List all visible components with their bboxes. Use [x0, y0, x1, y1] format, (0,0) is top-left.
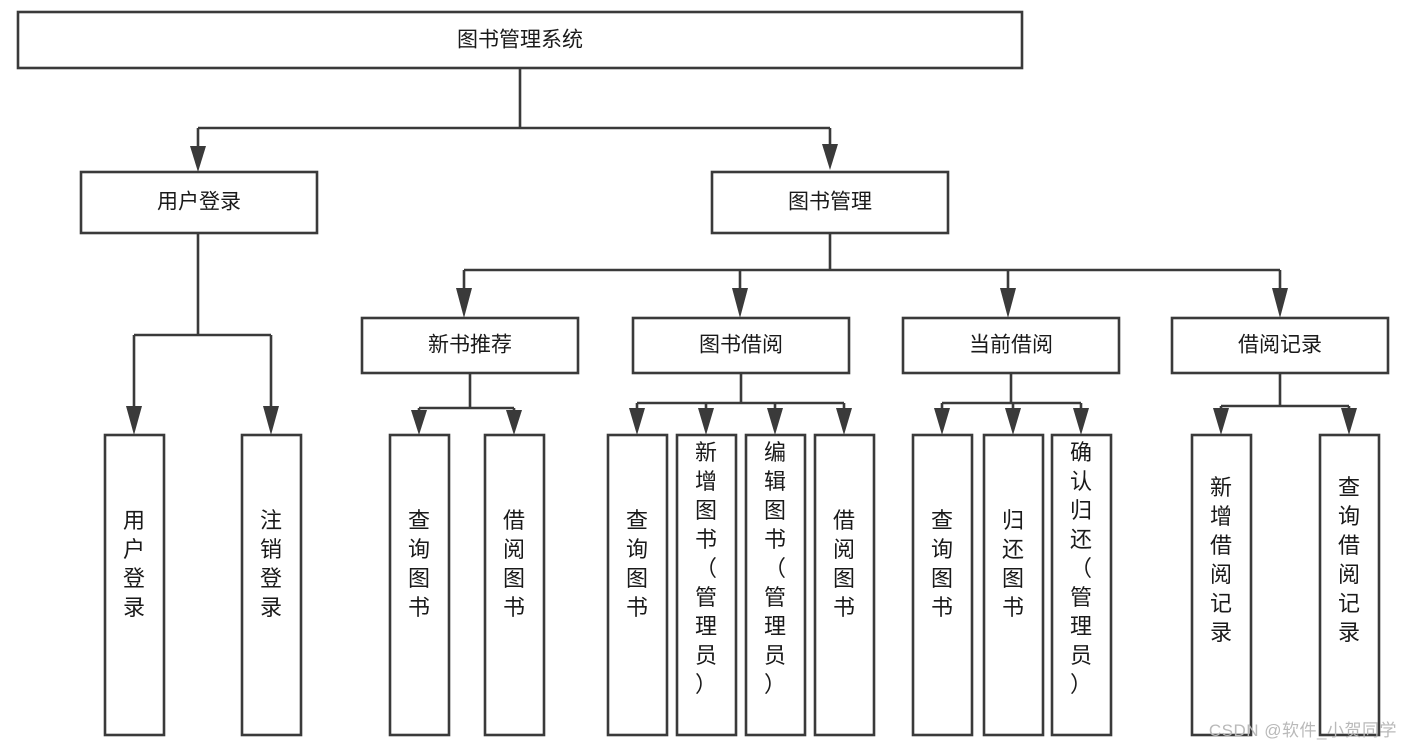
arrow-book-management — [822, 144, 838, 170]
node-current-borrow-box[interactable] — [901, 316, 1121, 375]
node-borrow-record-box[interactable] — [1170, 316, 1390, 375]
node-leaf-query-book-2-box[interactable] — [606, 433, 669, 737]
node-new-book-recommend-box[interactable] — [360, 316, 580, 375]
arrow-leaf-borrow-book-1 — [506, 410, 522, 435]
node-leaf-query-book-3-label: 查询图书 — [931, 508, 953, 620]
node-leaf-user-login-box[interactable] — [103, 433, 166, 737]
arrow-leaf-edit-book — [767, 408, 783, 435]
node-leaf-add-record-label: 新增借阅记录 — [1210, 475, 1232, 645]
node-leaf-add-book-label: 新增图书（管理员） — [695, 440, 717, 697]
node-leaf-add-record[interactable]: 新增借阅记录 — [1190, 433, 1253, 737]
arrow-new-book-recommend — [456, 288, 472, 318]
node-leaf-logout-login-label: 注销登录 — [260, 508, 282, 620]
node-book-management-label: 图书管理 — [788, 191, 872, 214]
arrow-leaf-user-login — [126, 406, 142, 435]
arrow-leaf-query-book-3 — [934, 408, 950, 435]
node-book-borrow-box[interactable] — [631, 316, 851, 375]
node-root[interactable]: 图书管理系统 — [16, 10, 1024, 70]
arrow-leaf-return-book — [1005, 408, 1021, 435]
node-leaf-query-book-3-box[interactable] — [911, 433, 974, 737]
node-book-management-box[interactable] — [710, 170, 950, 235]
node-leaf-query-book-1[interactable]: 查询图书 — [388, 433, 451, 737]
node-leaf-borrow-book-2-label: 借阅图书 — [833, 508, 855, 620]
csdn-watermark: CSDN @软件_小贺同学 — [1208, 721, 1397, 740]
arrow-book-borrow — [732, 288, 748, 318]
arrow-borrow-record — [1272, 288, 1288, 318]
node-root-label: 图书管理系统 — [457, 29, 583, 52]
node-new-book-recommend[interactable]: 新书推荐 — [360, 316, 580, 375]
node-user-login-label: 用户登录 — [157, 191, 241, 214]
node-leaf-borrow-book-1-box[interactable] — [483, 433, 546, 737]
node-leaf-logout-login-box[interactable] — [240, 433, 303, 737]
node-book-borrow-label: 图书借阅 — [699, 334, 783, 357]
arrow-leaf-confirm-return — [1073, 408, 1089, 435]
arrow-leaf-add-record — [1213, 408, 1229, 435]
node-borrow-record[interactable]: 借阅记录 — [1170, 316, 1390, 375]
node-book-management[interactable]: 图书管理 — [710, 170, 950, 235]
node-new-book-recommend-label: 新书推荐 — [428, 334, 512, 357]
node-current-borrow[interactable]: 当前借阅 — [901, 316, 1121, 375]
arrow-leaf-query-record — [1341, 408, 1357, 435]
node-leaf-add-book[interactable]: 新增图书（管理员） — [675, 433, 738, 737]
node-user-login[interactable]: 用户登录 — [79, 170, 319, 235]
node-book-borrow[interactable]: 图书借阅 — [631, 316, 851, 375]
node-leaf-confirm-return-box[interactable] — [1050, 433, 1113, 737]
arrow-leaf-logout-login — [263, 406, 279, 435]
node-leaf-query-book-2-label: 查询图书 — [626, 508, 648, 620]
node-leaf-return-book-box[interactable] — [982, 433, 1045, 737]
arrow-leaf-borrow-book-2 — [836, 408, 852, 435]
node-root-box[interactable] — [16, 10, 1024, 70]
node-leaf-user-login[interactable]: 用户登录 — [103, 433, 166, 737]
node-leaf-add-book-box[interactable] — [675, 433, 738, 737]
node-leaf-edit-book-box[interactable] — [744, 433, 807, 737]
arrow-user-login — [190, 146, 206, 172]
arrow-leaf-add-book — [698, 408, 714, 435]
node-leaf-query-record-label: 查询借阅记录 — [1338, 475, 1360, 645]
node-leaf-query-book-3[interactable]: 查询图书 — [911, 433, 974, 737]
node-leaf-borrow-book-1-label: 借阅图书 — [503, 508, 525, 620]
node-leaf-borrow-book-2[interactable]: 借阅图书 — [813, 433, 876, 737]
node-leaf-query-book-1-box[interactable] — [388, 433, 451, 737]
edge-layer — [126, 68, 1357, 435]
arrow-leaf-query-book-2 — [629, 408, 645, 435]
node-leaf-borrow-book-1[interactable]: 借阅图书 — [483, 433, 546, 737]
node-leaf-query-book-2[interactable]: 查询图书 — [606, 433, 669, 737]
node-leaf-query-record-box[interactable] — [1318, 433, 1381, 737]
node-leaf-confirm-return-label: 确认归还（管理员） — [1070, 440, 1092, 697]
node-borrow-record-label: 借阅记录 — [1238, 334, 1322, 357]
node-leaf-borrow-book-2-box[interactable] — [813, 433, 876, 737]
node-leaf-return-book-label: 归还图书 — [1002, 508, 1024, 620]
node-leaf-user-login-label: 用户登录 — [123, 508, 145, 620]
arrow-leaf-query-book-1 — [411, 410, 427, 435]
node-leaf-edit-book[interactable]: 编辑图书（管理员） — [744, 433, 807, 737]
node-leaf-edit-book-label: 编辑图书（管理员） — [764, 440, 786, 697]
node-leaf-logout-login[interactable]: 注销登录 — [240, 433, 303, 737]
node-user-login-box[interactable] — [79, 170, 319, 235]
node-leaf-add-record-box[interactable] — [1190, 433, 1253, 737]
node-leaf-confirm-return[interactable]: 确认归还（管理员） — [1050, 433, 1113, 737]
node-leaf-return-book[interactable]: 归还图书 — [982, 433, 1045, 737]
node-leaf-query-book-1-label: 查询图书 — [408, 508, 430, 620]
arrow-current-borrow — [1000, 288, 1016, 318]
node-current-borrow-label: 当前借阅 — [969, 334, 1053, 357]
node-leaf-query-record[interactable]: 查询借阅记录 — [1318, 433, 1381, 737]
